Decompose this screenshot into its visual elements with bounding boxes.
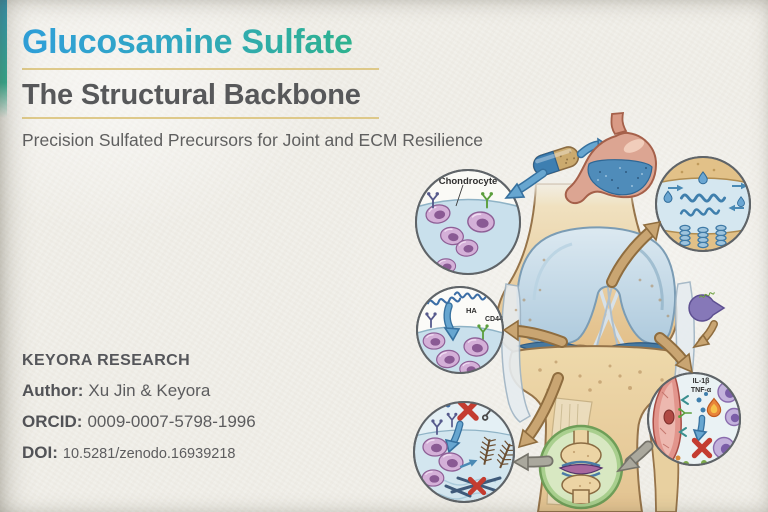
arrow-to-ha-callout — [502, 319, 568, 348]
collagen-coil-icon — [715, 224, 727, 247]
mini-cartilage-top — [561, 460, 601, 468]
doi-line: DOI:10.5281/zenodo.16939218 — [22, 443, 256, 463]
collagen-coil-icon — [697, 226, 709, 249]
gastric-fluid — [587, 159, 653, 196]
arrow-capsule-to-chondrocyte — [504, 168, 548, 199]
gray-arrow-into-degradation — [512, 452, 554, 472]
cartilage-matrix-callout — [655, 156, 751, 252]
mediator-dots — [696, 392, 708, 413]
collateral-ligament-left — [500, 283, 531, 423]
cytokine-arrows — [678, 395, 689, 437]
arrow-to-degradation-area — [517, 372, 564, 449]
cartilage-highlight — [532, 242, 573, 301]
doi-value: 10.5281/zenodo.16939218 — [62, 446, 236, 462]
fluid-specks-dark — [599, 167, 647, 189]
ha-cd44-callout: HA CD44 — [416, 286, 504, 374]
page-subtitle: The Structural Backbone — [22, 79, 361, 111]
cd44-label: CD44 — [485, 316, 503, 323]
binding-arrow-icon — [443, 327, 461, 342]
page-title: Glucosamine Sulfate — [22, 23, 353, 61]
degradation-block-callout — [413, 401, 515, 503]
ha-label: HA — [466, 306, 477, 315]
inflammation-callout: IL-1β TNF-α — [647, 372, 741, 466]
mini-tibia-shaft — [572, 489, 590, 504]
cell-icon — [422, 332, 446, 350]
chondrocyte-label: Chondrocyte — [439, 176, 498, 187]
tagline: Precision Sulfated Precursors for Joint … — [22, 130, 484, 150]
stomach-highlight — [623, 139, 645, 153]
author-label: Author: — [22, 381, 84, 400]
credits-block: KEYORA RESEARCH Author:Xu Jin & Keyora O… — [22, 352, 256, 463]
orcid-value: 0009-0007-5798-1996 — [87, 412, 256, 431]
connector-arrows — [502, 220, 718, 473]
doi-label: DOI: — [22, 443, 58, 462]
organization-name: KEYORA RESEARCH — [22, 352, 191, 369]
sugar-dots — [429, 402, 451, 408]
orcid-line: ORCID:0009-0007-5798-1996 — [22, 412, 256, 432]
collagen-coil-icon — [679, 224, 691, 247]
author-value: Xu Jin & Keyora — [88, 381, 211, 400]
stomach-icon — [564, 111, 658, 205]
arrow-from-enzyme — [692, 320, 718, 349]
accent-strip — [0, 0, 7, 118]
mini-femur — [573, 430, 589, 445]
cell-icon — [422, 437, 448, 457]
il1b-label: IL-1β — [693, 378, 710, 385]
tnfa-label: TNF-α — [691, 387, 712, 394]
absorption-group — [504, 111, 658, 205]
label-leader-line — [455, 184, 464, 207]
gold-divider-top — [22, 68, 379, 70]
synovium-nucleus — [663, 409, 675, 425]
gold-divider-bottom — [22, 117, 379, 119]
orcid-label: ORCID: — [22, 412, 83, 431]
gray-arrow-into-healthy-joint — [615, 440, 654, 473]
arrow-to-matrix-callout — [606, 220, 662, 288]
enzyme-icon — [688, 291, 726, 322]
mini-joint-space — [558, 463, 604, 475]
mini-bone-dots — [572, 450, 592, 488]
chondrocyte-callout: Chondrocyte — [415, 169, 521, 275]
synovium-striations — [659, 391, 670, 449]
fluid-specks-light — [597, 167, 643, 187]
cartilage-shading — [639, 248, 664, 311]
healthy-joint-callout — [538, 424, 624, 510]
arrow-to-inflammation-callout — [654, 332, 694, 374]
author-line: Author:Xu Jin & Keyora — [22, 381, 256, 401]
down-arrow-icon — [692, 428, 708, 443]
